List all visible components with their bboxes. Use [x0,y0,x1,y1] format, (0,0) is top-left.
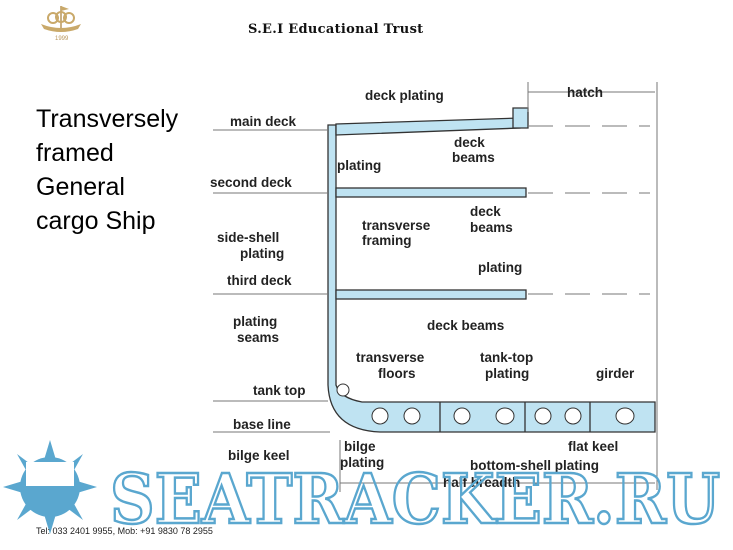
label-base-line: base line [233,417,291,432]
label-deck-beams: beams [452,150,495,165]
label-hatch: hatch [567,85,603,100]
third-deck [335,289,527,300]
lightening-holes [336,383,635,425]
second-deck [335,187,527,198]
label-bilge-plating: bilge [344,439,376,454]
label-bilge-plating: plating [340,455,384,470]
label-tank-top: tank top [253,383,306,398]
label-transverse-floors: floors [378,366,416,381]
slide-title: Transversely framed General cargo Ship [36,102,206,238]
label-bilge-keel: bilge keel [228,448,290,463]
title-line: framed [36,139,114,167]
label-plating-seams: plating [233,314,277,329]
label-bottom-shell-plating: bottom-shell plating [470,458,599,473]
hatch-coaming [512,107,529,129]
title-line: General [36,173,125,201]
label-flat-keel: flat keel [568,439,618,454]
label-deck-beams: deck beams [427,318,504,333]
label-deck-beams: deck [454,135,485,150]
organization-name: S.E.I Educational Trust [248,22,424,37]
label-transverse-framing: transverse [362,218,431,233]
ship-logo: 1999 [41,6,81,42]
label-deck-beams: deck [470,204,501,219]
label-girder: girder [596,366,635,381]
label-second-deck: second deck [210,175,292,190]
watermark-text: SEATRACKER.RU [110,460,720,540]
svg-text:1999: 1999 [55,36,69,42]
title-line: Transversely [36,105,179,133]
label-side-shell-plating: side-shell [217,230,279,245]
label-plating: plating [478,260,522,275]
reference-lines [213,82,658,492]
label-third-deck: third deck [227,273,292,288]
label-tank-top-plating: tank-top [480,350,533,365]
label-deck-beams: beams [470,220,513,235]
label-plating-seams: seams [237,330,279,345]
label-transverse-floors: transverse [356,350,425,365]
label-tank-top-plating: plating [485,366,529,381]
title-line: cargo Ship [36,207,156,235]
label-plating: plating [337,158,381,173]
label-main-deck: main deck [230,114,297,129]
label-deck-plating: deck plating [365,88,444,103]
label-side-shell-plating: plating [240,246,284,261]
contact-info: Tel: 033 2401 9955, Mob: +91 9830 78 295… [36,526,213,536]
label-transverse-framing: framing [362,233,412,248]
label-half-breadth: half breadth [443,475,520,490]
sun-icon [3,440,97,534]
